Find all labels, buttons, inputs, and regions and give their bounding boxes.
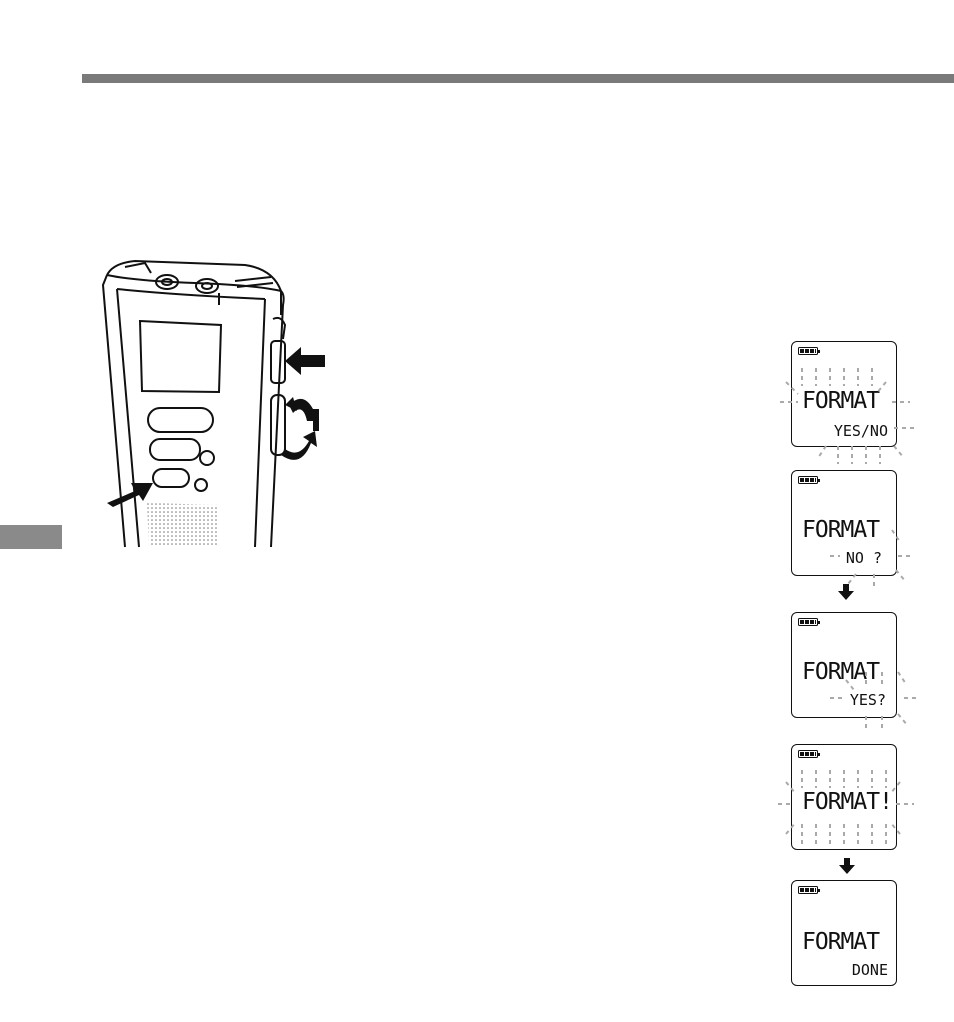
voice-recorder-illustration (95, 255, 335, 550)
battery-icon (798, 750, 818, 758)
battery-icon (798, 618, 818, 626)
lcd-line2: DONE (852, 963, 888, 978)
battery-icon (798, 347, 818, 355)
lcd-screen-formatting: FORMAT! (791, 744, 897, 850)
lcd-line1: FORMAT! (802, 791, 892, 814)
lcd-line1: FORMAT (802, 661, 879, 684)
lcd-screen-format-yes: FORMAT YES? (791, 612, 897, 718)
lcd-line2: YES? (850, 693, 886, 708)
lcd-screen-format-done: FORMAT DONE (791, 880, 897, 986)
down-arrow-icon (837, 856, 857, 876)
down-arrow-icon (836, 582, 856, 602)
lcd-screen-format-yes-no: FORMAT YES/NO (791, 341, 897, 447)
section-header-rule (82, 74, 954, 83)
battery-icon (798, 476, 818, 484)
press-arrow-icon (285, 347, 325, 375)
lcd-line1: FORMAT (802, 519, 879, 542)
lcd-line1: FORMAT (802, 390, 879, 413)
chapter-side-tab (0, 525, 62, 549)
lcd-screen-format-no: FORMAT NO ? (791, 470, 897, 576)
battery-icon (798, 886, 818, 894)
lcd-line2: YES/NO (834, 424, 888, 439)
lcd-line1: FORMAT (802, 931, 879, 954)
press-arrow-icon (107, 483, 153, 507)
lcd-line2: NO ? (846, 551, 882, 566)
